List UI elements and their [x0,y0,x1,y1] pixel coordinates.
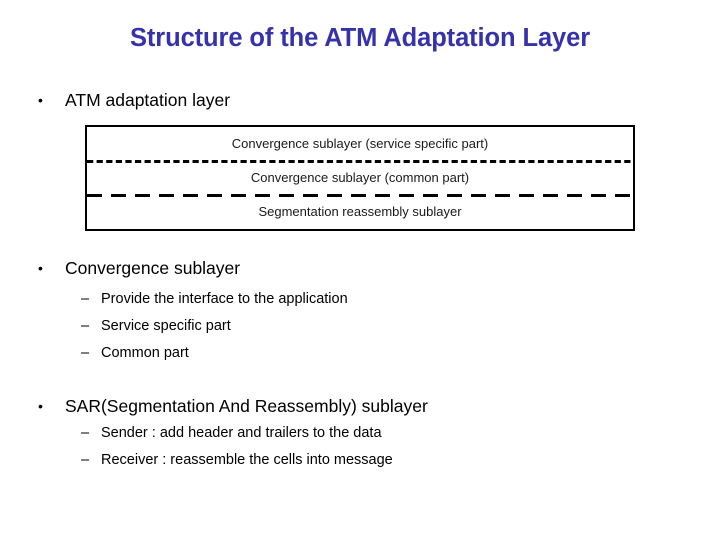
subbullet-service-specific-part: – Service specific part [81,318,231,335]
bullet-dot-icon: • [38,92,43,108]
divider-short-dash-line [87,159,633,163]
layer-row-service-specific: Convergence sublayer (service specific p… [87,127,633,161]
bullet-label: ATM adaptation layer [65,90,231,110]
bullet-label: Convergence sublayer [65,258,241,278]
subbullet-common-part: – Common part [81,345,189,362]
bullet-dash-icon: – [81,452,90,468]
subbullet-label: Common part [101,345,189,361]
subbullet-label: Sender : add header and trailers to the … [101,425,382,441]
atm-adaptation-layer-stack: Convergence sublayer (service specific p… [85,125,635,231]
layer-row-segmentation-reassembly: Segmentation reassembly sublayer [87,193,633,229]
subbullet-label: Service specific part [101,318,231,334]
divider-long-dash-line [87,193,633,197]
layer-row-common-part: Convergence sublayer (common part) [87,159,633,195]
bullet-label: SAR(Segmentation And Reassembly) sublaye… [65,396,428,416]
bullet-dot-icon: • [38,398,43,414]
subbullet-sender: – Sender : add header and trailers to th… [81,425,382,442]
subbullet-label: Receiver : reassemble the cells into mes… [101,452,393,468]
layer-label: Segmentation reassembly sublayer [258,204,462,220]
bullet-sar-sublayer: • SAR(Segmentation And Reassembly) subla… [38,396,428,416]
subbullet-provide-interface: – Provide the interface to the applicati… [81,291,348,308]
bullet-dash-icon: – [81,425,90,441]
subbullet-receiver: – Receiver : reassemble the cells into m… [81,452,393,469]
bullet-convergence-sublayer: • Convergence sublayer [38,258,240,278]
bullet-dash-icon: – [81,318,90,334]
bullet-atm-adaptation-layer: • ATM adaptation layer [38,90,230,110]
bullet-dash-icon: – [81,345,90,361]
layer-label: Convergence sublayer (common part) [250,170,470,186]
bullet-dot-icon: • [38,260,43,276]
page-title: Structure of the ATM Adaptation Layer [129,24,591,52]
bullet-dash-icon: – [81,291,90,307]
layer-label: Convergence sublayer (service specific p… [231,136,489,152]
subbullet-label: Provide the interface to the application [101,291,348,307]
